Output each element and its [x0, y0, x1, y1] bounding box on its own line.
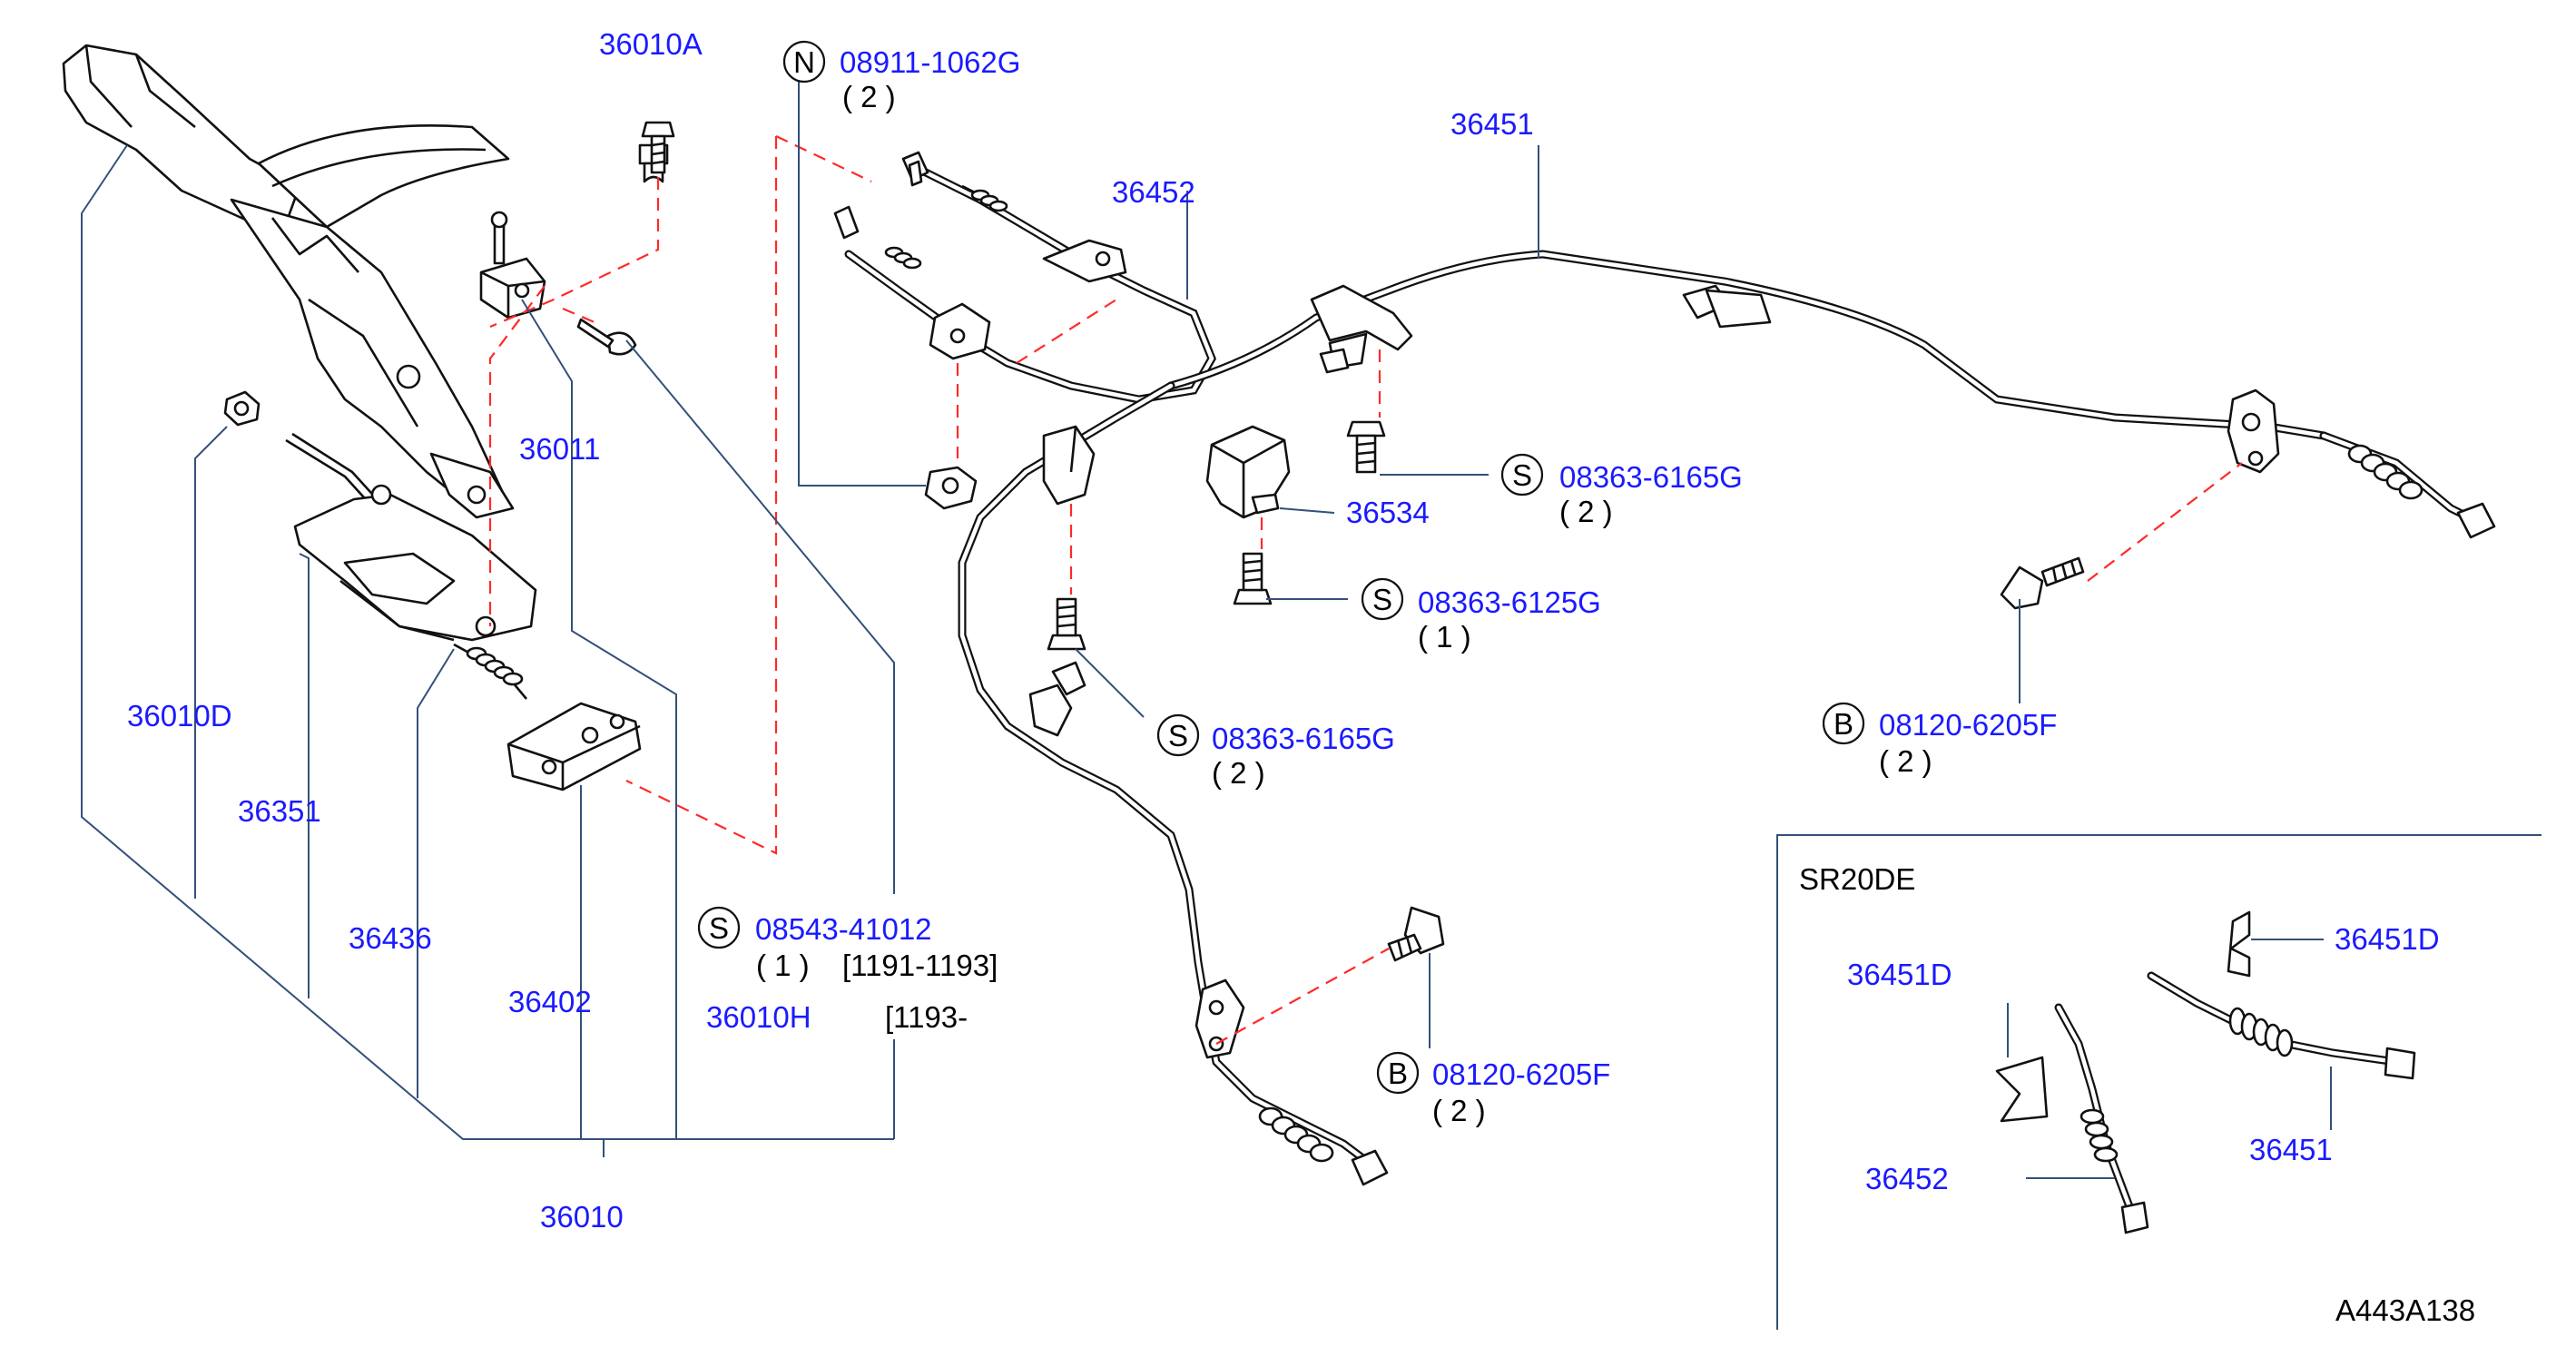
svg-text:B: B — [1388, 1057, 1408, 1090]
label-08120-6205F-lower: 08120-6205F — [1432, 1057, 1610, 1091]
label-36436: 36436 — [349, 921, 432, 955]
bolt-08363-6125G — [1233, 552, 1273, 605]
leader-lines — [81, 82, 2020, 1157]
label-36010: 36010 — [540, 1200, 624, 1234]
symbol-s-08543: S — [697, 906, 741, 949]
symbol-s-08363b: S — [1361, 577, 1404, 621]
inset-label-36451D-left: 36451D — [1847, 958, 1952, 991]
inset-cable-36452-spring — [2079, 1108, 2119, 1163]
bolt-08363-6165G-lower — [1047, 597, 1086, 651]
parking-brake-lever-drawing — [62, 44, 675, 791]
svg-text:S: S — [1168, 719, 1188, 752]
date-08543-41012: [1191-1193] — [842, 949, 998, 982]
label-36010A: 36010A — [599, 27, 703, 61]
symbol-b-08120a: B — [1822, 702, 1865, 745]
symbol-s-08363a: S — [1500, 453, 1544, 497]
svg-text:S: S — [1372, 583, 1392, 616]
inset-sr20de — [1776, 834, 2542, 1330]
label-36451: 36451 — [1450, 107, 1534, 141]
symbol-s-08363c: S — [1156, 713, 1200, 757]
inset-label-36452: 36452 — [1865, 1162, 1949, 1195]
cable-36451-spring — [2347, 444, 2424, 500]
svg-text:N: N — [793, 45, 815, 79]
symbol-b-08120b: B — [1376, 1051, 1420, 1095]
label-08363-6165G-upper: 08363-6165G — [1559, 460, 1743, 494]
bolt-08120-6205F-upper — [2000, 556, 2085, 610]
cable-36452-drawing — [833, 151, 1216, 510]
part-labels: 36010A 08911-1062G ( 2 ) 36452 36451 360… — [127, 27, 2475, 1327]
bolt-08120-6205F-lower — [1387, 906, 1445, 962]
label-36452: 36452 — [1112, 175, 1195, 209]
label-36010H: 36010H — [706, 1000, 811, 1034]
inset-label-36451: 36451 — [2249, 1133, 2333, 1166]
svg-text:S: S — [1512, 458, 1532, 492]
bolt-08363-6165G-upper — [1346, 420, 1386, 474]
svg-text:B: B — [1834, 707, 1853, 741]
qty-08120-6205F-upper: ( 2 ) — [1879, 744, 1932, 778]
cable-36451-drawing — [1166, 250, 2496, 539]
svg-text:S: S — [709, 911, 729, 945]
qty-08120-6205F-lower: ( 2 ) — [1432, 1094, 1486, 1127]
date-36010H: [1193- — [885, 1000, 968, 1034]
symbol-n-08911: N — [782, 40, 826, 84]
label-36402: 36402 — [508, 985, 592, 1018]
label-08363-6165G-lower: 08363-6165G — [1212, 722, 1395, 755]
inset-cable-36451-spring — [2228, 1007, 2294, 1057]
label-08911-1062G: 08911-1062G — [840, 45, 1020, 79]
cable-left-rear-drawing — [958, 381, 1389, 1186]
qty-08363-6165G-upper: ( 2 ) — [1559, 495, 1613, 528]
label-36010D: 36010D — [127, 699, 232, 732]
dashed-reference-lines — [488, 135, 2243, 1045]
inset-title: SR20DE — [1799, 862, 1915, 896]
bracket-36534-drawing — [1205, 425, 1291, 519]
qty-08543-41012: ( 1 ) — [756, 949, 810, 982]
cable-36452-spring — [884, 189, 1008, 270]
qty-08911-1062G: ( 2 ) — [842, 80, 896, 113]
qty-08363-6125G: ( 1 ) — [1418, 620, 1471, 654]
diagram-code: A443A138 — [2335, 1293, 2475, 1327]
label-36351: 36351 — [238, 794, 321, 828]
front-cable-spring — [466, 646, 524, 686]
qty-08363-6165G-lower: ( 2 ) — [1212, 756, 1265, 790]
label-08543-41012: 08543-41012 — [755, 912, 932, 946]
label-08363-6125G: 08363-6125G — [1418, 585, 1601, 619]
label-08120-6205F-upper: 08120-6205F — [1879, 708, 2057, 742]
cable-left-rear-spring — [1258, 1106, 1334, 1163]
inset-label-36451D-right: 36451D — [2335, 922, 2440, 956]
label-36534: 36534 — [1346, 496, 1430, 529]
label-36011: 36011 — [519, 432, 600, 466]
